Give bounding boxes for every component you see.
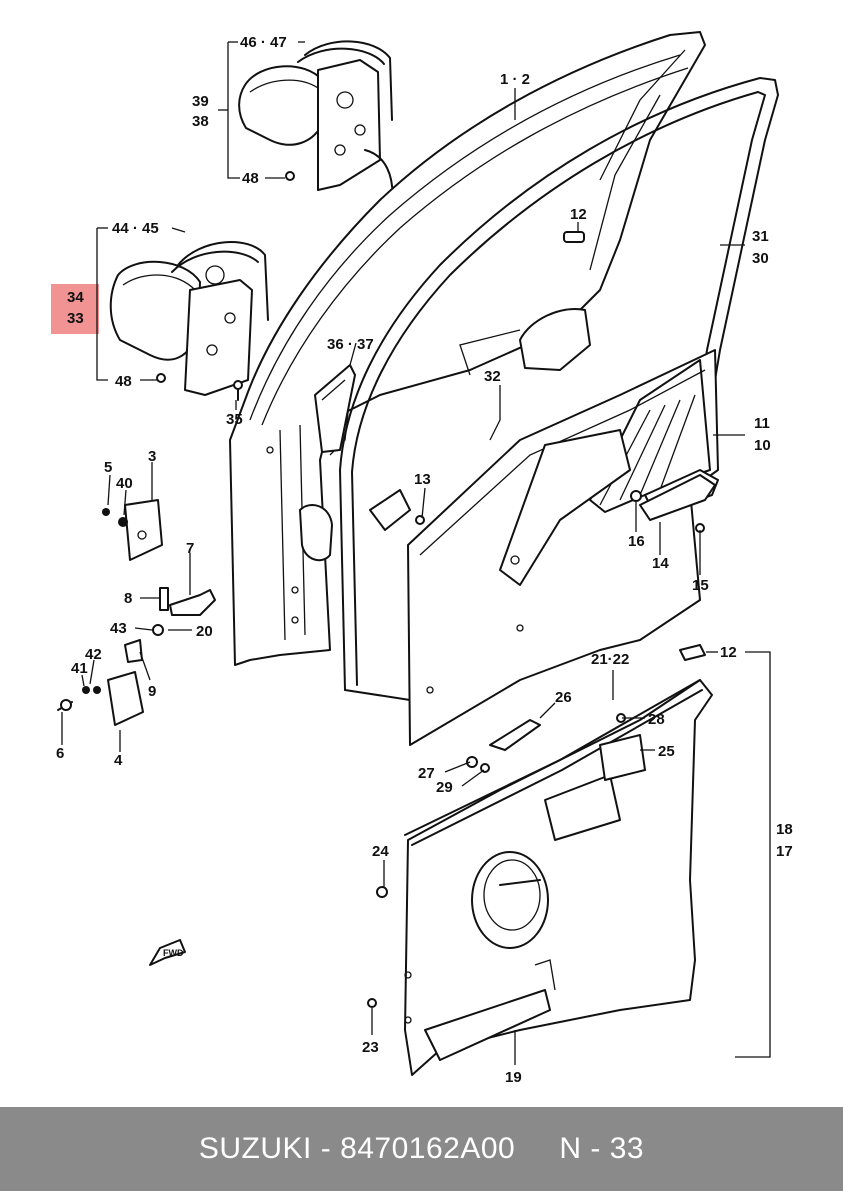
label-15: 15 [692, 577, 709, 594]
door-check [152, 587, 216, 636]
label-18: 18 [776, 821, 793, 838]
label-28: 28 [648, 711, 665, 728]
label-40: 40 [116, 475, 133, 492]
clip-12-upper [563, 231, 585, 243]
label-34: 34 [67, 289, 84, 306]
label-17: 17 [776, 843, 793, 860]
label-12-upper: 12 [570, 206, 587, 223]
label-44-45: 44 · 45 [112, 220, 159, 237]
footer-brand: SUZUKI [198, 1132, 312, 1165]
footer-page-ref: N - 33 [559, 1132, 645, 1165]
highlight-box [51, 284, 99, 334]
label-42: 42 [85, 646, 102, 663]
label-12-lower: 12 [720, 644, 737, 661]
hinge [57, 639, 144, 726]
label-13: 13 [414, 471, 431, 488]
inner-handle [639, 474, 716, 521]
label-48-upper: 48 [242, 170, 259, 187]
sealing-screen [369, 349, 719, 746]
label-14: 14 [652, 555, 669, 572]
label-1-2: 1 · 2 [500, 71, 530, 88]
door-shell [229, 31, 706, 666]
footer-part-number: 8470162A00 [340, 1132, 516, 1165]
mirror-garnish [314, 364, 356, 453]
label-19: 19 [505, 1069, 522, 1086]
label-20: 20 [196, 623, 213, 640]
part-labels: 46 · 47 39 38 48 1 · 2 12 31 30 44 · 45 … [56, 34, 793, 1086]
mirror-upper [238, 40, 396, 215]
label-3: 3 [148, 448, 156, 465]
label-33: 33 [67, 310, 84, 327]
label-7: 7 [186, 540, 194, 557]
label-9: 9 [148, 683, 156, 700]
label-24: 24 [372, 843, 389, 860]
fwd-text: FWD [163, 948, 184, 958]
weatherstrip [339, 77, 779, 701]
label-46-47: 46 · 47 [240, 34, 287, 51]
label-41: 41 [71, 660, 88, 677]
clip-27 [466, 756, 478, 768]
label-5: 5 [104, 459, 112, 476]
leader-lines [61, 41, 771, 1065]
footer-gap [515, 1132, 559, 1166]
footer-bar: SUZUKI - 8470162A00 N - 33 [0, 1107, 843, 1191]
label-48-lower: 48 [115, 373, 132, 390]
label-21-22: 21·22 [591, 651, 629, 668]
label-39: 39 [192, 93, 209, 110]
label-36-37: 36 · 37 [327, 336, 374, 353]
label-26: 26 [555, 689, 572, 706]
label-11: 11 [754, 415, 770, 432]
footer-separator: - [311, 1132, 341, 1165]
label-23: 23 [362, 1039, 379, 1056]
label-4: 4 [114, 752, 123, 769]
label-8: 8 [124, 590, 132, 607]
label-30: 30 [752, 250, 769, 267]
label-16-handle: 16 [628, 533, 645, 550]
parts-diagram: FWD [51, 31, 793, 1086]
striker [102, 499, 163, 561]
pull-handle-bracket [489, 719, 541, 751]
mirror-lower [109, 241, 269, 401]
label-25: 25 [658, 743, 675, 760]
label-6: 6 [56, 745, 64, 762]
label-31: 31 [752, 228, 769, 245]
label-43: 43 [110, 620, 127, 637]
label-32: 32 [484, 368, 501, 385]
label-29: 29 [436, 779, 453, 796]
label-38: 38 [192, 113, 209, 130]
forward-arrow: FWD [149, 939, 186, 966]
clip-12-lower [679, 644, 706, 661]
label-10: 10 [754, 437, 771, 454]
door-trim-panel [367, 679, 713, 1076]
label-27: 27 [418, 765, 435, 782]
label-35: 35 [226, 411, 243, 428]
